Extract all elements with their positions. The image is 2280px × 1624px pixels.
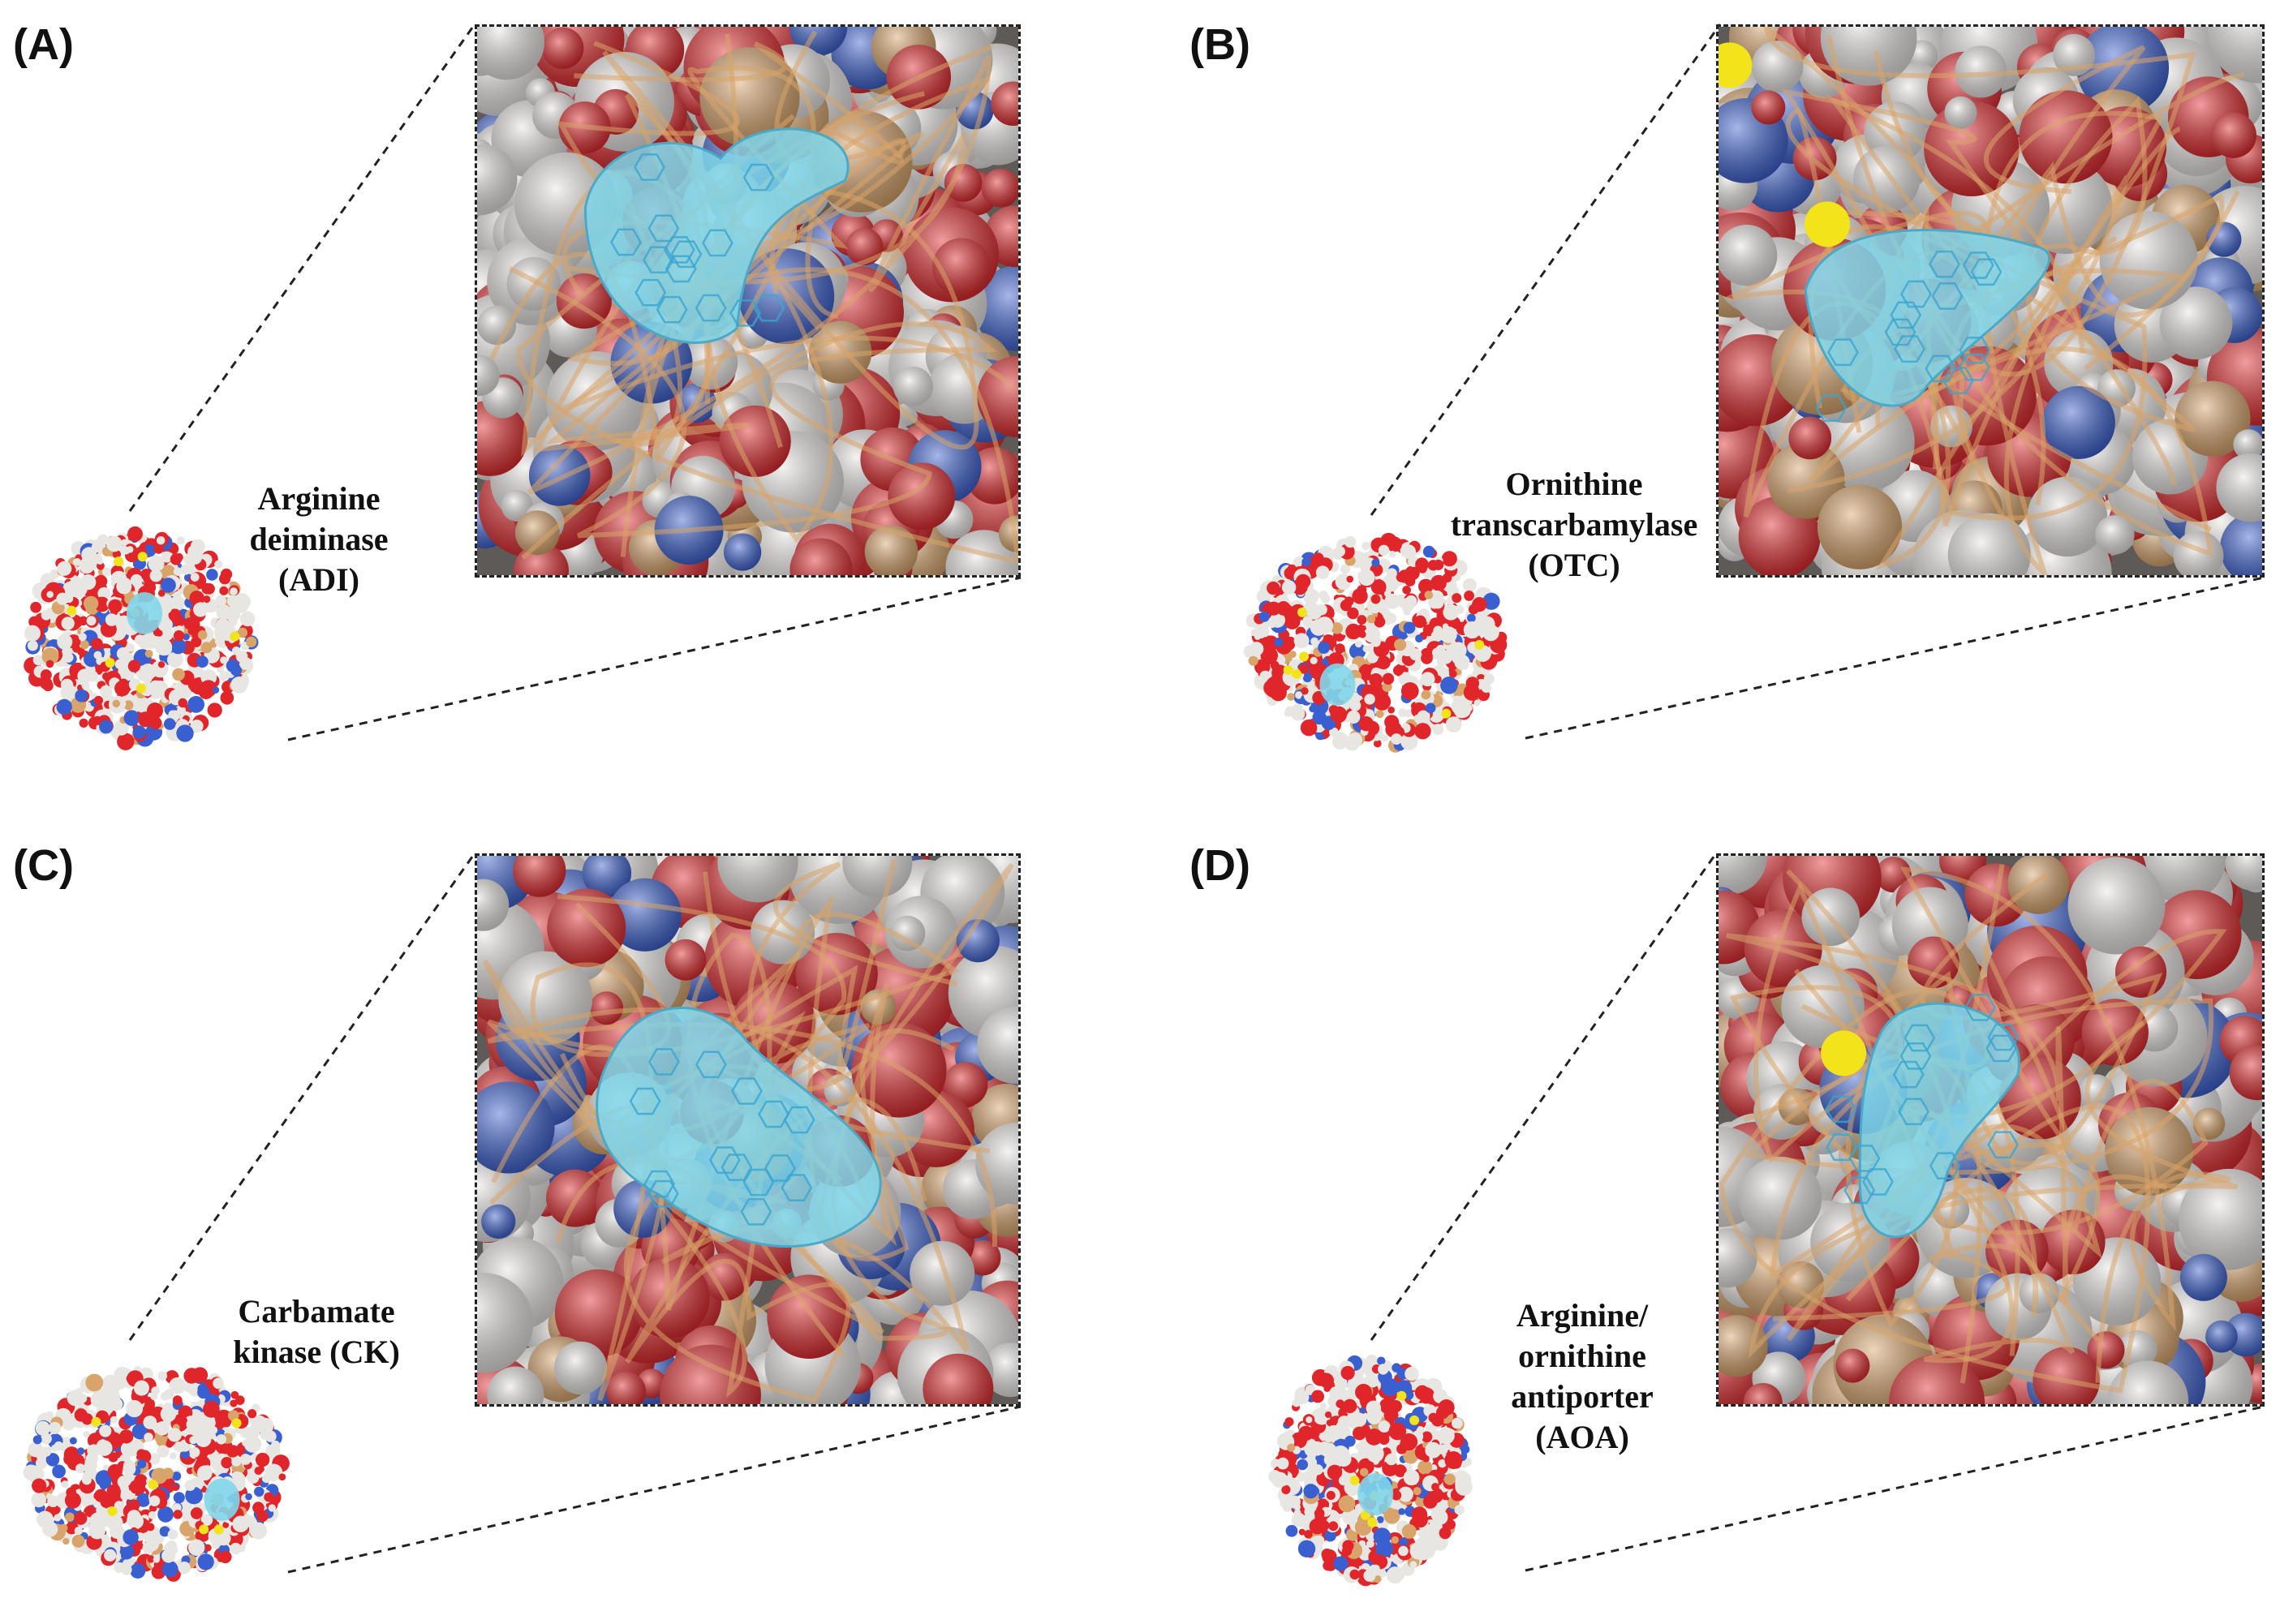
- protein-thumbnail: [18, 1356, 294, 1587]
- panel-b: (B) Ornithine transcarbamylase (OTC): [1177, 0, 2280, 803]
- panel-c: (C) Carbamate kinase (CK): [0, 821, 1140, 1624]
- protein-name-label: Arginine/ ornithine antiporter (AOA): [1511, 1297, 1654, 1455]
- protein-thumbnail: [1266, 1348, 1477, 1592]
- protein-name-label: Carbamate kinase (CK): [233, 1293, 400, 1370]
- protein-thumbnail: [18, 519, 261, 754]
- panel-label-b: (B): [1189, 20, 1250, 69]
- panel-a: (A) Arginine deiminase (ADI): [0, 0, 1140, 803]
- panel-label-a: (A): [13, 20, 74, 69]
- panel-label-c: (C): [13, 841, 74, 890]
- protein-name-label: Ornithine transcarbamylase (OTC): [1450, 466, 1698, 583]
- panel-label-d: (D): [1189, 841, 1250, 890]
- panel-d: (D) Arginine/ ornithine antiporter (AOA): [1177, 821, 2280, 1624]
- binding-site-zoom: [475, 24, 1021, 578]
- binding-site-zoom: [475, 853, 1021, 1407]
- protein-thumbnail: [1238, 527, 1514, 758]
- binding-site-zoom: [1716, 853, 2265, 1407]
- binding-site-zoom: [1716, 24, 2265, 578]
- protein-name-label: Arginine deiminase (ADI): [249, 480, 389, 598]
